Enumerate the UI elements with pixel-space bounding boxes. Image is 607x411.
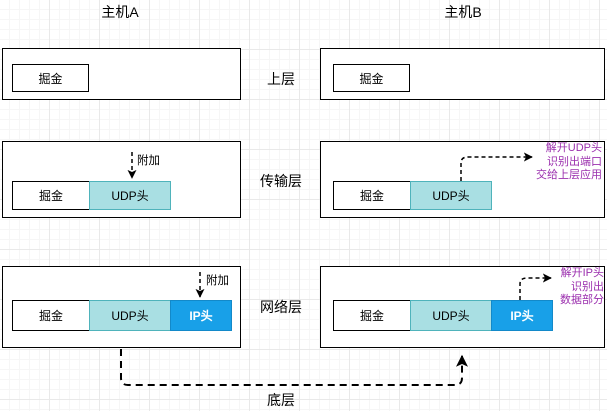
layer-label-upper: 上层 [267,71,295,87]
host-b-transport-note-line3: 交给上层应用 [536,169,602,181]
host-a-network-attach-label: 附加 [206,275,229,287]
host-b-network-udp-segment: UDP头 [410,300,492,331]
host-a-network-ip-segment: IP头 [170,300,232,331]
host-b-transport-udp-segment: UDP头 [410,181,492,210]
host-b-network-data-segment: 掘金 [333,300,411,331]
host-a-network-data-segment: 掘金 [12,300,90,331]
host-a-upper-data-segment: 掘金 [12,64,89,92]
host-b-transport-note-line1: 解开UDP头 [545,142,602,154]
host-b-title: 主机B [444,4,482,20]
host-b-upper-data-segment: 掘金 [333,64,410,92]
host-a-transport-data-segment: 掘金 [12,181,90,210]
layer-label-bottom: 底层 [267,392,295,408]
host-a-network-udp-segment: UDP头 [89,300,171,331]
layer-label-network: 网络层 [260,299,302,315]
bottom-layer-transmission-path [120,349,468,386]
layer-label-transport: 传输层 [260,173,302,189]
host-b-network-note-line3: 数据部分 [560,294,604,306]
host-b-network-ip-segment: IP头 [491,300,553,331]
host-b-transport-note-line2: 识别出端口 [547,155,602,168]
host-b-transport-note: 解开UDP头 识别出端口 交给上层应用 [484,142,602,183]
host-a-title: 主机A [101,4,139,20]
host-b-network-note: 解开IP头 识别出 数据部分 [548,267,604,308]
host-a-transport-udp-segment: UDP头 [89,181,171,210]
host-a-transport-attach-label: 附加 [137,155,160,167]
host-b-transport-data-segment: 掘金 [333,181,411,210]
host-b-network-note-line2: 识别出 [571,280,604,293]
host-b-network-note-line1: 解开IP头 [560,267,604,279]
